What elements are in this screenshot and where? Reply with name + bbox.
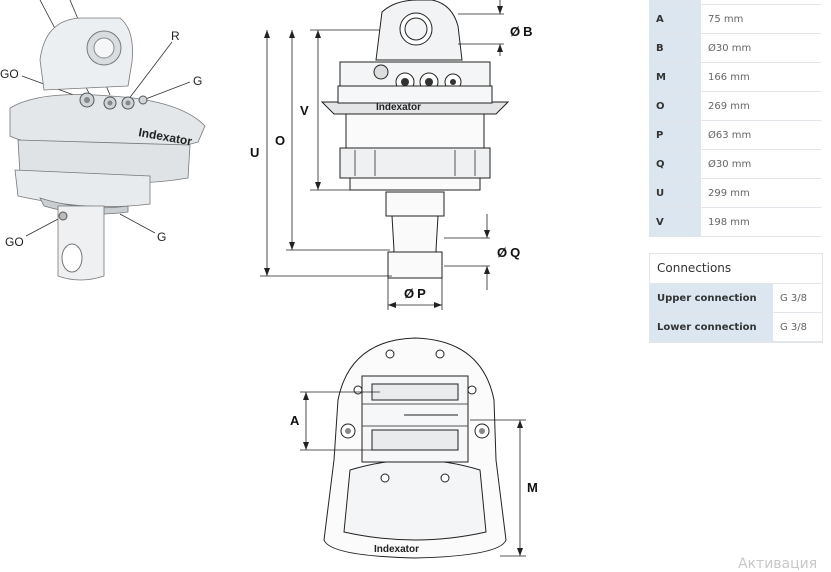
dim-o-label: O [275,133,285,148]
leader-line [142,81,191,101]
connection-key: Lower connection [650,312,773,342]
connection-value: G 3/8 [773,284,822,313]
dim-a-label: A [290,413,300,428]
dim-m-label: M [527,480,538,495]
table-row: Q Ø30 mm [649,149,821,179]
dim-value: Ø63 mm [701,120,821,150]
dim-value: 75 mm [701,4,821,34]
leader-line [25,217,61,237]
table-row: P Ø63 mm [649,120,821,150]
table-row: M 166 mm [649,62,821,92]
connection-value: G 3/8 [773,312,822,342]
connections-title: Connections [650,254,822,284]
connections-table: Connections Upper connection G 3/8 Lower… [649,253,823,343]
windows-activation-watermark: Активация [738,556,818,572]
label-g-upper: G [193,74,202,88]
dimensions-table: A 75 mm B Ø30 mm M 166 mm O 269 mm P Ø63… [649,0,821,237]
table-top-edge [649,0,821,5]
dim-value: 166 mm [701,62,821,92]
table-row: Lower connection G 3/8 [650,312,822,342]
dim-key: M [649,62,701,92]
dim-key: B [649,33,701,63]
dim-key: A [649,4,701,34]
label-r: R [171,29,180,43]
table-row: V 198 mm [649,207,821,237]
table-row: O 269 mm [649,91,821,121]
connection-key: Upper connection [650,284,773,313]
label-g-lower: G [157,230,166,244]
dim-value: Ø30 mm [701,33,821,63]
brand-logo-top-view: Indexator [374,544,419,555]
dim-key: P [649,120,701,150]
dim-value: 198 mm [701,207,821,237]
table-row: B Ø30 mm [649,33,821,63]
dim-key: U [649,178,701,208]
dim-value: Ø30 mm [701,149,821,179]
label-go-lower: GO [5,235,24,249]
table-row: A 75 mm [649,4,821,34]
dim-u-label: U [250,145,259,160]
leader-line [127,41,173,101]
dim-v-label: V [300,103,309,118]
brand-logo-drawing: Indexator [376,102,421,113]
leader-line [119,213,156,234]
table-row: U 299 mm [649,178,821,208]
label-go-upper: GO [0,67,19,81]
dim-value: 269 mm [701,91,821,121]
dim-key: V [649,207,701,237]
dim-key: O [649,91,701,121]
table-row: Upper connection G 3/8 [650,284,822,313]
dim-value: 299 mm [701,178,821,208]
dim-key: Q [649,149,701,179]
